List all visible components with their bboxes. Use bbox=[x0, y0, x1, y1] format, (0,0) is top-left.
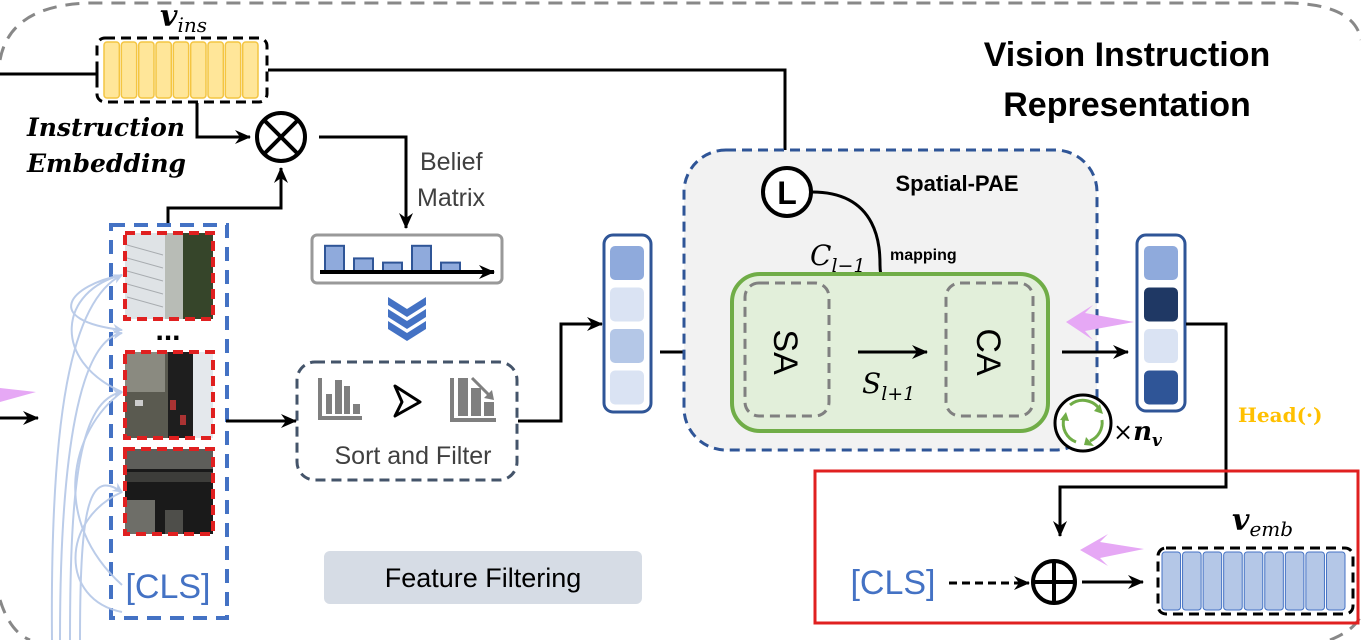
sorted-bar-chart-icon bbox=[450, 376, 496, 422]
multiply-icon bbox=[255, 111, 307, 163]
vins-cell bbox=[137, 41, 155, 99]
outer-boundary bbox=[0, 1, 1361, 61]
bar-chart-icon bbox=[318, 378, 362, 420]
chevron-down-icon bbox=[388, 297, 426, 341]
line-patches-to-multiply bbox=[166, 167, 288, 225]
vins-cells bbox=[103, 41, 259, 99]
spatial-pae-title: Spatial-PAE bbox=[895, 171, 1018, 196]
mapping-label: mapping bbox=[890, 247, 957, 264]
token-cell bbox=[610, 246, 644, 280]
token-cell bbox=[1144, 287, 1178, 322]
belief-bar bbox=[324, 244, 345, 273]
title-line1: Vision Instruction bbox=[984, 36, 1271, 74]
pink-arrow-vemb bbox=[1080, 534, 1144, 566]
belief-label-2: Matrix bbox=[417, 184, 486, 212]
repeat-count-label: ×nv bbox=[1113, 417, 1163, 451]
ca-label: CA bbox=[969, 328, 1007, 376]
vemb-cell bbox=[1325, 551, 1346, 611]
vins-cell bbox=[241, 41, 259, 99]
outer-boundary-br bbox=[1329, 614, 1361, 640]
vemb-cell bbox=[1182, 551, 1202, 611]
sum-icon bbox=[1031, 559, 1077, 605]
patch-image-2 bbox=[123, 350, 215, 440]
feature-filtering-label: Feature Filtering bbox=[385, 563, 582, 593]
vins-cell bbox=[207, 41, 225, 99]
belief-bar bbox=[440, 261, 461, 273]
filtered-token-cells bbox=[610, 246, 644, 405]
patch-image-3 bbox=[123, 447, 215, 536]
vemb-cell bbox=[1243, 551, 1264, 611]
ca-box bbox=[944, 281, 1035, 418]
pink-arrow-left bbox=[0, 388, 36, 402]
sort-arrow-icon bbox=[393, 384, 422, 418]
sort-filter-label: Sort and Filter bbox=[334, 442, 491, 470]
embedding-output-box bbox=[813, 469, 1360, 625]
belief-bar bbox=[353, 257, 374, 272]
patches-ellipsis: ... bbox=[155, 314, 180, 347]
vins-cell bbox=[189, 41, 207, 99]
belief-bar bbox=[382, 261, 403, 273]
line-sort-to-tokens bbox=[518, 317, 603, 423]
token-cell bbox=[610, 329, 644, 363]
belief-label-1: Belief bbox=[420, 148, 483, 176]
patches-cls-label: [CLS] bbox=[125, 568, 210, 606]
vemb-dashed-box bbox=[1156, 546, 1355, 616]
vins-cell bbox=[224, 41, 242, 99]
token-cell bbox=[610, 287, 644, 322]
patch-image-1 bbox=[123, 231, 215, 321]
instruction-vector: vins bbox=[95, 0, 269, 104]
vemb-cell bbox=[1223, 551, 1243, 611]
title-line2: Representation bbox=[1003, 86, 1251, 124]
token-cell bbox=[1144, 370, 1178, 405]
vemb-label: vemb bbox=[1232, 503, 1293, 541]
line-vins-to-multiply bbox=[195, 103, 251, 144]
attention-curves bbox=[50, 274, 123, 640]
belief-bars bbox=[324, 244, 461, 273]
vins-label: vins bbox=[160, 0, 207, 37]
vins-cell bbox=[155, 41, 173, 99]
embedding-cls-label: [CLS] bbox=[850, 564, 935, 602]
vins-cell bbox=[120, 41, 138, 99]
layer-node-L: L bbox=[761, 166, 813, 218]
vemb-cell bbox=[1264, 551, 1284, 611]
s-label: Sl+1 bbox=[862, 367, 915, 405]
outer-boundary-bottom bbox=[0, 599, 31, 640]
line-vins-to-L bbox=[268, 68, 792, 166]
instruction-embedding-label-2: Embedding bbox=[26, 149, 186, 178]
vemb-cell bbox=[1161, 551, 1182, 611]
line-multiply-to-belief bbox=[319, 135, 413, 229]
sa-box bbox=[743, 281, 831, 418]
output-token-cells bbox=[1144, 246, 1178, 405]
pink-arrow-pae bbox=[1066, 305, 1134, 340]
vemb-cell bbox=[1202, 551, 1223, 611]
vins-cell bbox=[172, 41, 190, 99]
instruction-embedding-label-1: Instruction bbox=[26, 113, 185, 142]
line-output-to-sum bbox=[1053, 322, 1228, 537]
token-cell bbox=[1144, 329, 1178, 363]
vemb-cell bbox=[1284, 551, 1305, 611]
feature-filtering-badge bbox=[324, 551, 642, 604]
repeat-icon bbox=[1053, 393, 1113, 453]
token-cell bbox=[1144, 246, 1178, 280]
vemb-cells bbox=[1161, 551, 1346, 611]
L-symbol: L bbox=[777, 175, 797, 211]
token-cell bbox=[610, 370, 644, 405]
c-label: Cl−1 bbox=[810, 239, 866, 277]
vins-cell bbox=[103, 41, 121, 99]
belief-bar bbox=[411, 244, 432, 273]
head-label: Head(·) bbox=[1238, 403, 1322, 427]
sa-label: SA bbox=[766, 329, 804, 375]
vemb-cell bbox=[1305, 551, 1325, 611]
